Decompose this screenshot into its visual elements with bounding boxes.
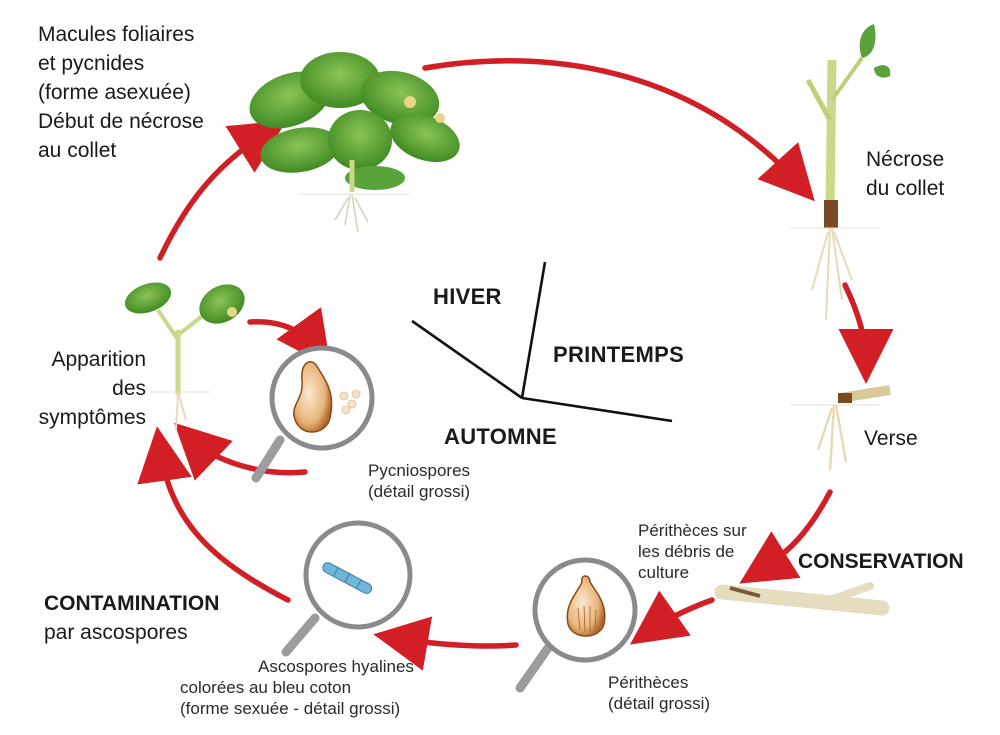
label-necrose-collet: Nécrose du collet xyxy=(866,145,944,203)
label-macules-line-1: Macules foliaires xyxy=(38,23,195,46)
label-ascospores-line-3: (forme sexuée - détail grossi) xyxy=(180,699,401,718)
label-apparition-line-3: symptômes xyxy=(38,406,146,429)
label-ascospores: Ascospores hyalines colorées au bleu cot… xyxy=(180,656,480,719)
label-necrose-line-1: Nécrose xyxy=(866,148,945,171)
label-macules-line-4: Début de nécrose xyxy=(38,110,204,133)
ascospore-chain xyxy=(322,562,373,594)
plant-apparition-illustration xyxy=(124,282,245,431)
label-apparition-line-1: Apparition xyxy=(51,348,146,371)
label-contamination-subtitle: par ascospores xyxy=(44,621,188,644)
label-pycniospores-line-2: (détail grossi) xyxy=(368,482,471,501)
plant-verse-illustration xyxy=(790,385,891,471)
label-macules: Macules foliaires et pycnides (forme ase… xyxy=(38,20,204,165)
label-peritheces-line-1: Périthèces xyxy=(608,673,689,692)
arrow-debris-to-peritheces xyxy=(629,590,715,645)
plant-macules-illustration xyxy=(249,52,460,233)
label-peritheces: Périthèces (détail grossi) xyxy=(608,672,710,714)
arrow-pycniospores-to-apparition xyxy=(174,422,308,481)
label-conservation: CONSERVATION xyxy=(798,550,964,574)
crop-debris-illustration xyxy=(714,582,890,616)
arrow-necrose-to-verse xyxy=(838,282,894,384)
label-pycniospores-line-1: Pycniospores xyxy=(368,461,471,480)
season-hiver: HIVER xyxy=(433,284,502,309)
label-macules-line-3: (forme asexuée) xyxy=(38,81,191,104)
label-necrose-line-2: du collet xyxy=(866,177,945,200)
label-verse-text: Verse xyxy=(864,427,918,450)
label-apparition: Apparition des symptômes xyxy=(20,345,146,432)
label-debris-line-2: les débris de xyxy=(638,542,735,561)
arrow-verse-to-debris xyxy=(739,489,833,584)
arrow-macules-to-necrose xyxy=(422,58,815,202)
arrow-peritheces-to-ascospores xyxy=(373,616,519,671)
arrow-apparition-to-macules xyxy=(157,120,287,261)
cycle-arrows xyxy=(137,58,894,671)
magnifier-ascospores xyxy=(281,520,413,657)
label-macules-line-5: au collet xyxy=(38,139,117,162)
label-debris-line-1: Périthèces sur xyxy=(638,521,747,540)
plant-necrose-illustration xyxy=(790,24,891,321)
arrow-apparition-to-pycniospores xyxy=(247,307,331,368)
label-peritheces-debris: Périthèces sur les débris de culture xyxy=(638,520,747,583)
magnifier-pycniospores xyxy=(251,345,375,483)
label-verse: Verse xyxy=(864,424,918,453)
season-divider xyxy=(411,261,673,423)
label-debris-line-3: culture xyxy=(638,563,690,582)
season-printemps: PRINTEMPS xyxy=(553,342,685,367)
label-macules-line-2: et pycnides xyxy=(38,52,145,75)
season-automne: AUTOMNE xyxy=(444,424,557,449)
label-contamination-title: CONTAMINATION xyxy=(44,592,220,615)
label-contamination: CONTAMINATION par ascospores xyxy=(44,590,219,647)
magnifier-peritheces xyxy=(515,557,638,693)
label-pycniospores: Pycniospores (détail grossi) xyxy=(368,460,470,502)
label-ascospores-line-1: Ascospores hyalines xyxy=(258,657,414,676)
label-ascospores-line-2: colorées au bleu coton xyxy=(180,678,352,697)
label-conservation-text: CONSERVATION xyxy=(798,550,964,573)
label-peritheces-line-2: (détail grossi) xyxy=(608,694,711,713)
arrow-contamination-to-apparition xyxy=(137,426,291,603)
label-apparition-line-2: des xyxy=(112,377,146,400)
pycnidium-shape xyxy=(293,361,333,433)
